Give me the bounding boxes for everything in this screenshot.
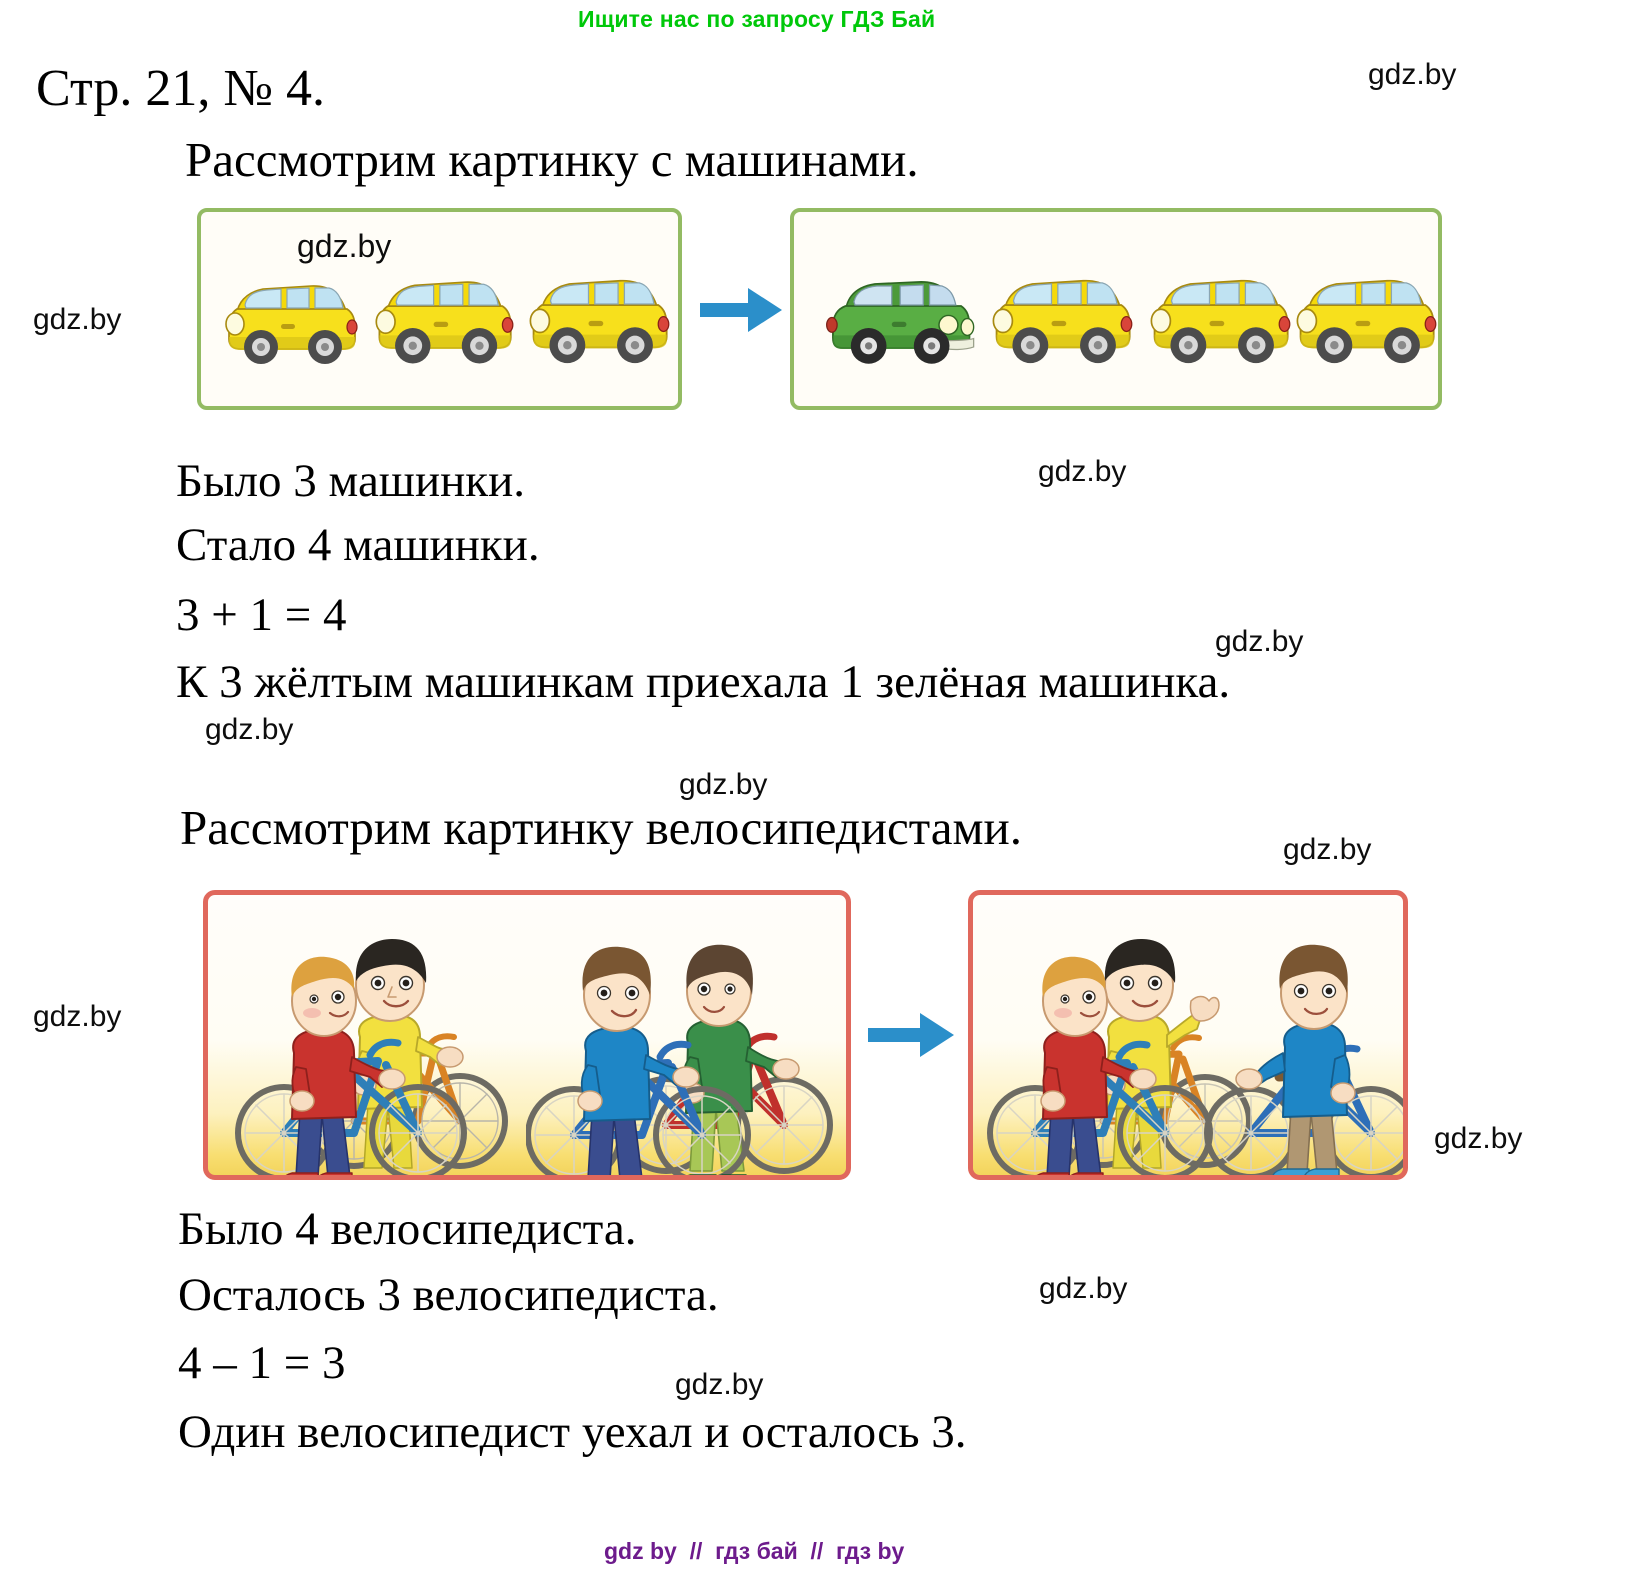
cars-line-1: Было 3 машинки. <box>176 455 526 507</box>
watermark-gdz: gdz.by <box>679 768 768 801</box>
car-yellow-2 <box>369 262 517 367</box>
watermark-gdz: gdz.by <box>1038 455 1127 488</box>
cars-before-box <box>197 208 682 410</box>
top-promo-banner: Ищите нас по запросу ГДЗ Бай <box>578 6 936 32</box>
watermark-gdz: gdz.by <box>675 1368 764 1401</box>
page-reference: Стр. 21, № 4. <box>36 60 325 117</box>
watermark-gdz: gdz.by <box>33 1000 122 1033</box>
car-yellow-6 <box>1290 260 1440 367</box>
cyclist-group-after <box>979 925 1403 1175</box>
cyclists-transition-arrow <box>868 1012 958 1058</box>
watermark-gdz: gdz.by <box>1368 58 1457 91</box>
cyclist-pair-1 <box>222 925 532 1175</box>
watermark-gdz: gdz.by <box>33 303 122 336</box>
car-yellow-1 <box>219 267 361 367</box>
watermark-gdz: gdz.by <box>297 228 392 264</box>
footer-watermark: gdz by // гдз бай // гдз by <box>604 1538 905 1564</box>
cyclists-line-4: Один велосипедист уехал и осталось 3. <box>178 1406 967 1458</box>
cars-after-box <box>790 208 1442 410</box>
cars-prompt: Рассмотрим картинку с машинами. <box>185 132 919 187</box>
car-yellow-5 <box>1144 260 1294 367</box>
cyclists-before-box <box>203 890 851 1180</box>
cyclists-equation: 4 – 1 = 3 <box>178 1337 346 1389</box>
car-green-1 <box>816 264 978 369</box>
car-yellow-3 <box>523 260 673 367</box>
cyclists-after-box <box>968 890 1408 1180</box>
cars-transition-arrow <box>700 288 782 332</box>
cars-line-2: Стало 4 машинки. <box>176 519 540 571</box>
car-yellow-4 <box>986 260 1136 367</box>
cyclists-prompt: Рассмотрим картинку велосипедистами. <box>180 800 1022 855</box>
watermark-gdz: gdz.by <box>1283 833 1372 866</box>
cyclists-line-2: Осталось 3 велосипедиста. <box>178 1269 719 1321</box>
cyclist-pair-2 <box>526 925 838 1175</box>
watermark-gdz: gdz.by <box>1039 1272 1128 1305</box>
watermark-gdz: gdz.by <box>1434 1122 1523 1155</box>
watermark-gdz: gdz.by <box>1215 625 1304 658</box>
cars-equation: 3 + 1 = 4 <box>176 589 347 641</box>
cyclists-line-1: Было 4 велосипедиста. <box>178 1203 637 1255</box>
watermark-gdz: gdz.by <box>205 713 294 746</box>
cars-line-4: К 3 жёлтым машинкам приехала 1 зелёная м… <box>176 656 1231 708</box>
